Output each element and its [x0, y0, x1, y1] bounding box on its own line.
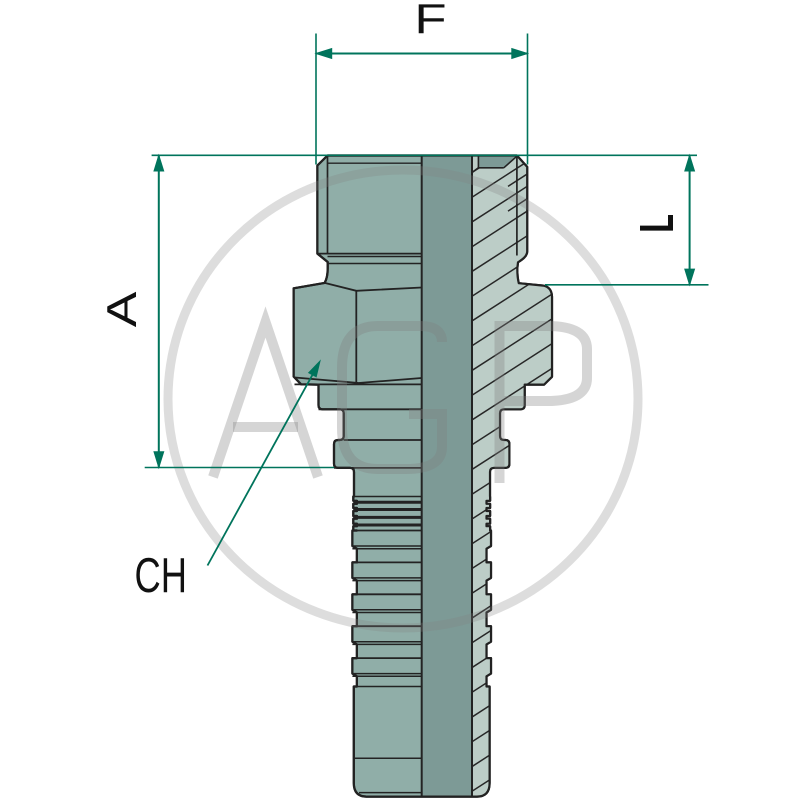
svg-text:A: A — [99, 292, 145, 328]
svg-text:CH: CH — [135, 549, 188, 603]
svg-text:F: F — [414, 0, 446, 43]
